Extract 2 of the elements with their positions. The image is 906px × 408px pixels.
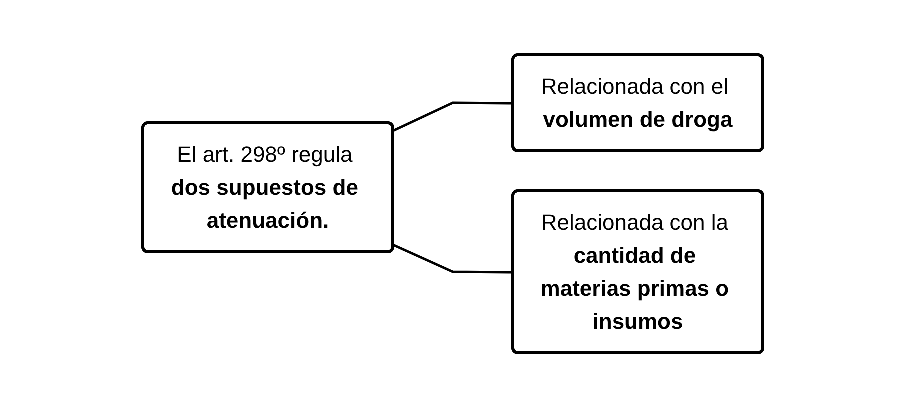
connector bbox=[392, 244, 514, 274]
connector bbox=[392, 102, 514, 132]
